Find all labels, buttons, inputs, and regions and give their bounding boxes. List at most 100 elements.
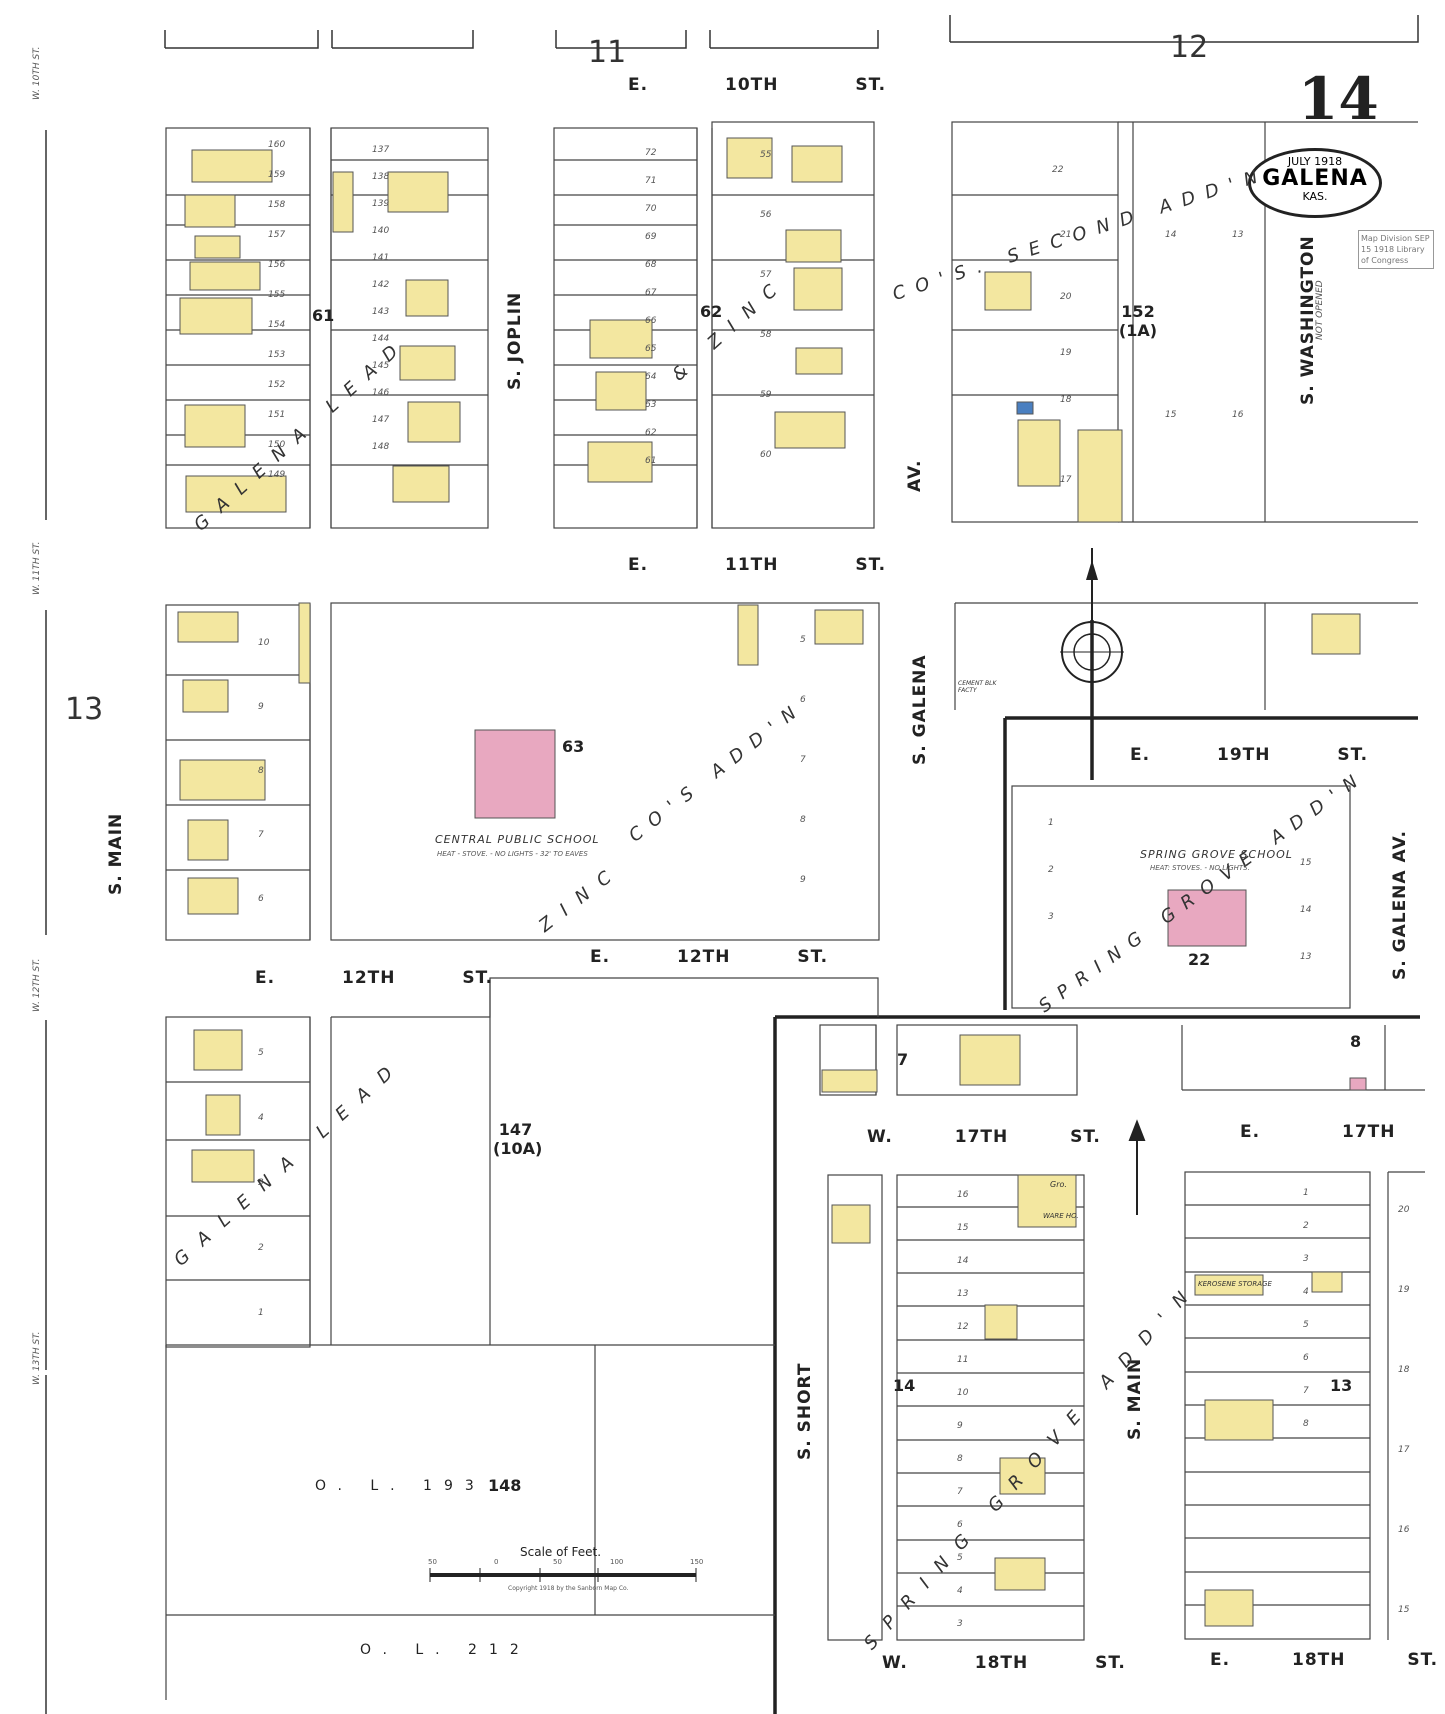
lot-number: 22 bbox=[1052, 165, 1064, 175]
lot-number: 15 bbox=[1165, 410, 1177, 420]
block-number-13: 13 bbox=[1330, 1376, 1353, 1395]
street-w10: W. 10TH ST. bbox=[32, 46, 42, 100]
lot-number: 3 bbox=[258, 1178, 264, 1188]
street-w11: W. 11TH ST. bbox=[32, 541, 42, 595]
lot-number: 1 bbox=[1048, 818, 1054, 828]
cartouche-state: KAS. bbox=[1302, 190, 1328, 203]
lot-number: 157 bbox=[268, 230, 286, 240]
lot-number: 7 bbox=[1303, 1386, 1309, 1396]
lot-number: 62 bbox=[645, 428, 657, 438]
block-number-147: 147 (10A) bbox=[493, 1120, 543, 1158]
scale-title: Scale of Feet. bbox=[520, 1545, 602, 1559]
street-s-joplin: S. JOPLIN bbox=[505, 291, 525, 390]
lot-number: 69 bbox=[645, 232, 657, 242]
lot-number: 9 bbox=[258, 702, 264, 712]
block-number-63: 63 bbox=[562, 737, 585, 756]
lot-number: 145 bbox=[372, 361, 390, 371]
lot-number: 17 bbox=[1398, 1445, 1410, 1455]
lot-number: 156 bbox=[268, 260, 286, 270]
scale-bar bbox=[429, 1568, 697, 1582]
lot-number: 140 bbox=[372, 226, 390, 236]
lot-number: 5 bbox=[1303, 1320, 1309, 1330]
street-galena-av-top: AV. bbox=[905, 459, 925, 492]
block-number-7: 7 bbox=[897, 1050, 909, 1069]
lot-number: 13 bbox=[957, 1289, 969, 1299]
scale-tick-5: 150 bbox=[690, 1558, 704, 1566]
lot-number: 15 bbox=[957, 1223, 969, 1233]
lot-number: 55 bbox=[760, 150, 772, 160]
lot-number: 61 bbox=[645, 456, 657, 466]
scale-tick-4: 100 bbox=[610, 1558, 624, 1566]
sheet-border-top bbox=[164, 15, 1419, 49]
lot-number: 72 bbox=[645, 148, 657, 158]
lot-number: 63 bbox=[645, 400, 657, 410]
street-e12-left: E. 12TH ST. bbox=[255, 968, 494, 988]
adjacent-sheet-11: 11 bbox=[588, 35, 627, 70]
scale-tick-1: 50 bbox=[428, 1558, 437, 1566]
lot-number: 11 bbox=[957, 1355, 969, 1365]
lot-number: 138 bbox=[372, 172, 390, 182]
block-number-62: 62 bbox=[700, 302, 723, 321]
block-13 bbox=[1184, 1171, 1425, 1640]
lot-number: 71 bbox=[645, 176, 657, 186]
compass-rose bbox=[1060, 548, 1124, 684]
direction-arrow bbox=[1128, 1119, 1146, 1215]
lot-number: 17 bbox=[1060, 475, 1072, 485]
street-s-galena: S. GALENA bbox=[910, 654, 930, 765]
lot-number: 3 bbox=[1048, 912, 1054, 922]
cartouche-date: JULY 1918 bbox=[1287, 155, 1343, 168]
lot-number: 59 bbox=[760, 390, 772, 400]
lot-number: 153 bbox=[268, 350, 286, 360]
central-school-label: CENTRAL PUBLIC SCHOOL bbox=[435, 833, 600, 846]
street-s-washington-note: NOT OPENED bbox=[1315, 280, 1325, 340]
street-s-short: S. SHORT bbox=[795, 1362, 815, 1460]
lot-number: 8 bbox=[1303, 1419, 1309, 1429]
lot-number: 20 bbox=[1398, 1205, 1410, 1215]
lot-number: 148 bbox=[372, 442, 390, 452]
lot-number: 10 bbox=[957, 1388, 969, 1398]
brick-buildings bbox=[474, 729, 1367, 1091]
lot-number: 151 bbox=[268, 410, 286, 420]
lot-number: 3 bbox=[957, 1619, 963, 1629]
lot-number: 8 bbox=[800, 815, 806, 825]
block-number-22: 22 bbox=[1188, 950, 1211, 969]
outlot-193: O. L. 193 bbox=[315, 1478, 486, 1494]
lot-number: 1 bbox=[258, 1308, 264, 1318]
lot-number: 4 bbox=[1303, 1287, 1309, 1297]
lot-number: 68 bbox=[645, 260, 657, 270]
spring-grove-school-note: HEAT: STOVES. - NO LIGHTS. bbox=[1150, 864, 1250, 872]
lot-number: 6 bbox=[957, 1520, 963, 1530]
cartouche: JULY 1918 GALENA KAS. bbox=[1248, 148, 1382, 218]
lot-number: 5 bbox=[800, 635, 806, 645]
lot-number: 144 bbox=[372, 334, 390, 344]
blue-structure bbox=[1016, 401, 1034, 415]
lot-number: 70 bbox=[645, 204, 657, 214]
lot-number: 65 bbox=[645, 344, 657, 354]
lot-number: 19 bbox=[1060, 348, 1072, 358]
block-14 bbox=[827, 1174, 1085, 1641]
street-e19: E. 19TH ST. bbox=[1130, 745, 1369, 765]
lot-number: 137 bbox=[372, 145, 390, 155]
lot-number: 15 bbox=[1300, 858, 1312, 868]
street-e18: E. 18TH ST. bbox=[1210, 1650, 1439, 1670]
street-e17: E. 17TH ST. bbox=[1240, 1122, 1445, 1142]
lot-number: 14 bbox=[957, 1256, 969, 1266]
adjacent-sheet-13: 13 bbox=[65, 692, 104, 727]
scale-tick-2: 0 bbox=[494, 1558, 499, 1566]
lot-number: 14 bbox=[1300, 905, 1312, 915]
lot-number: 7 bbox=[800, 755, 806, 765]
lot-number: 66 bbox=[645, 316, 657, 326]
lot-number: 7 bbox=[957, 1487, 963, 1497]
lot-number: 9 bbox=[957, 1421, 963, 1431]
block-147 bbox=[165, 977, 879, 1700]
adjacent-sheet-12: 12 bbox=[1170, 30, 1209, 65]
lot-number: 60 bbox=[760, 450, 772, 460]
lot-number: 5 bbox=[258, 1048, 264, 1058]
lot-number: 8 bbox=[957, 1454, 963, 1464]
lot-number: 16 bbox=[957, 1190, 969, 1200]
lot-number: 14 bbox=[1165, 230, 1177, 240]
lot-number: 19 bbox=[1398, 1285, 1410, 1295]
grocery-label: Gro. bbox=[1050, 1180, 1067, 1189]
street-s-galena-av-right: S. GALENA AV. bbox=[1390, 830, 1410, 980]
lot-number: 4 bbox=[957, 1586, 963, 1596]
